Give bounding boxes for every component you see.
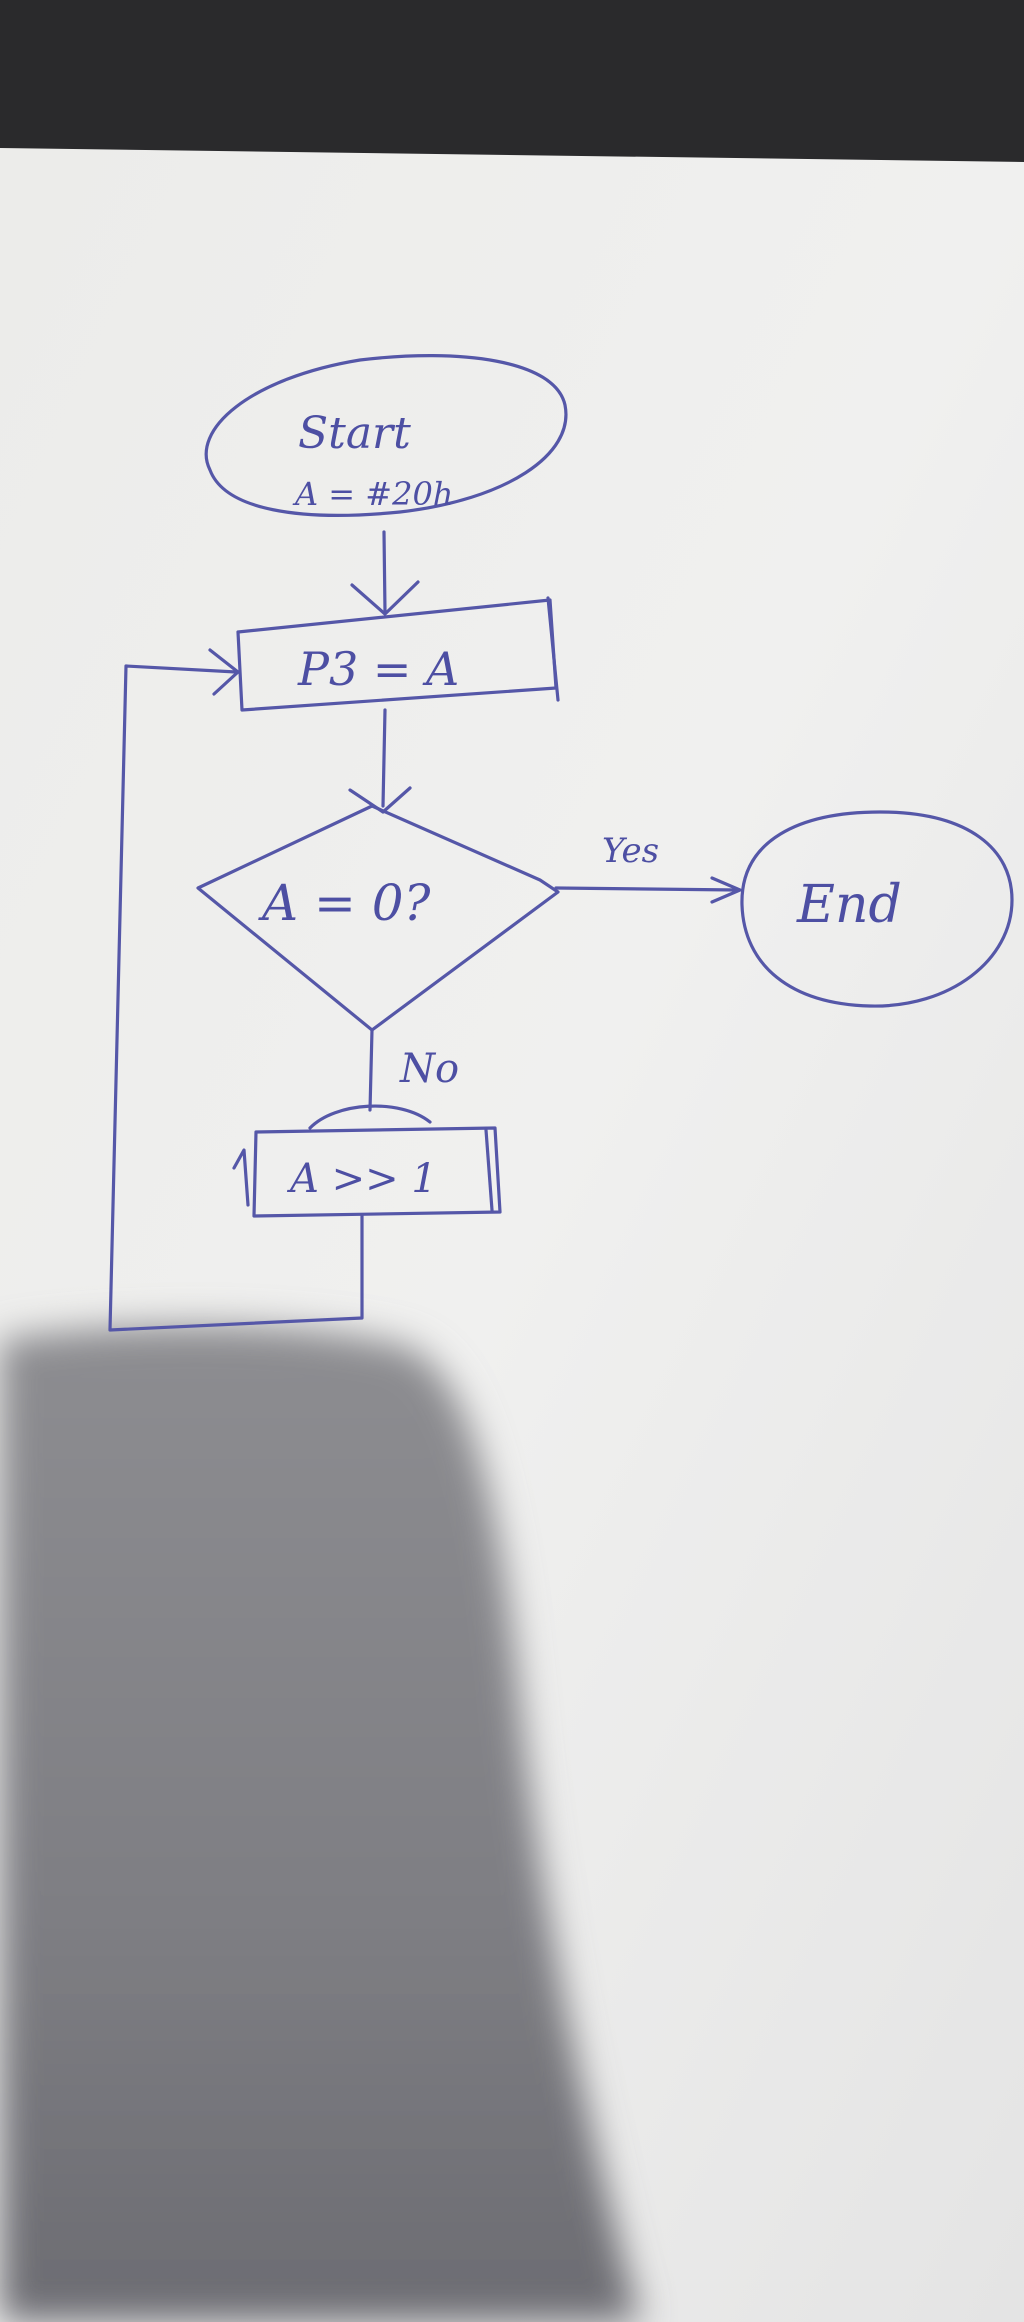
- yes-branch: Yes: [554, 831, 742, 904]
- assign-label: P3 = A: [297, 642, 459, 696]
- shift-box: A >> 1: [232, 1104, 502, 1218]
- no-branch: No: [368, 1028, 459, 1112]
- no-label: No: [399, 1046, 459, 1092]
- hand-shadow: [0, 1325, 640, 2322]
- start-label: Start: [298, 408, 411, 459]
- start-value-label: A = #20h: [292, 475, 453, 513]
- assign-box: P3 = A: [236, 596, 560, 712]
- arrow-start-to-assign: [350, 530, 420, 616]
- end-label: End: [796, 875, 902, 935]
- end-oval: End: [740, 810, 1014, 1008]
- start-oval: Start A = #20h: [204, 354, 568, 517]
- shift-label: A >> 1: [286, 1156, 437, 1202]
- decision-diamond: A = 0?: [196, 804, 560, 1032]
- loop-back-connector: [108, 648, 364, 1332]
- decision-label: A = 0?: [258, 874, 432, 932]
- dark-background: [0, 0, 1024, 160]
- yes-label: Yes: [602, 831, 659, 871]
